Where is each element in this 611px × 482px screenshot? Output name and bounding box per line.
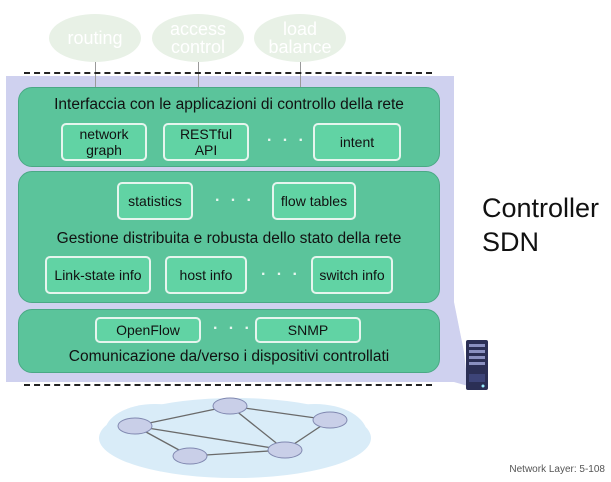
app-routing: routing [49,14,141,62]
router-icon [117,397,348,465]
box-flow-tables: flow tables [272,182,356,220]
layer-northbound: Interfaccia con le applicazioni di contr… [18,87,440,167]
app-connector [95,62,96,88]
app-label: balance [268,37,332,57]
app-label: routing [67,28,123,48]
box-link-state-info: Link-state info [45,256,151,294]
box-label: network [79,126,129,142]
box-label: graph [86,142,122,158]
network-cloud [99,397,371,478]
layer-title: Gestione distribuita e robusta dello sta… [56,230,402,247]
app-connector [198,62,199,88]
box-switch-info: switch info [311,256,393,294]
app-label: load [282,19,318,39]
app-connector [300,62,301,88]
controller-label-line: SDN [482,227,540,257]
server-icon [466,340,488,390]
box-label: statistics [128,193,182,209]
box-label: API [194,142,218,158]
box-statistics: statistics [117,182,193,220]
controller-label-line: Controller [482,193,600,223]
box-label: SNMP [287,322,329,338]
app-label: access [169,19,227,39]
controller-label: Controller SDN [482,191,599,259]
ellipsis-dots: · · · [215,192,255,209]
layer-title: Comunicazione da/verso i dispositivi con… [68,348,390,365]
layer-state-management: statistics · · · flow tables Gestione di… [18,171,440,303]
box-label: host info [179,267,233,283]
ellipsis-dots: · · · [267,132,307,149]
box-label: Link-state info [54,267,142,283]
box-host-info: host info [165,256,247,294]
box-label: OpenFlow [116,322,180,338]
ellipsis-dots: · · · [261,266,301,283]
layer-title: Interfaccia con le applicazioni di contr… [54,96,404,113]
slide-footer: Network Layer: 5-108 [509,464,605,475]
ellipsis-dots: · · · [213,320,253,337]
dashed-divider-top [24,72,432,74]
panel-pointer [454,302,468,386]
layer-southbound: OpenFlow · · · SNMP Comunicazione da/ver… [18,309,440,373]
box-intent: intent [313,123,401,161]
dashed-divider-bottom [24,384,432,386]
box-label: intent [339,134,375,150]
box-openflow: OpenFlow [95,317,201,343]
box-label: flow tables [280,193,348,209]
box-label: RESTful [179,126,233,142]
box-snmp: SNMP [255,317,361,343]
box-label: switch info [319,267,385,283]
app-label: control [170,37,226,57]
